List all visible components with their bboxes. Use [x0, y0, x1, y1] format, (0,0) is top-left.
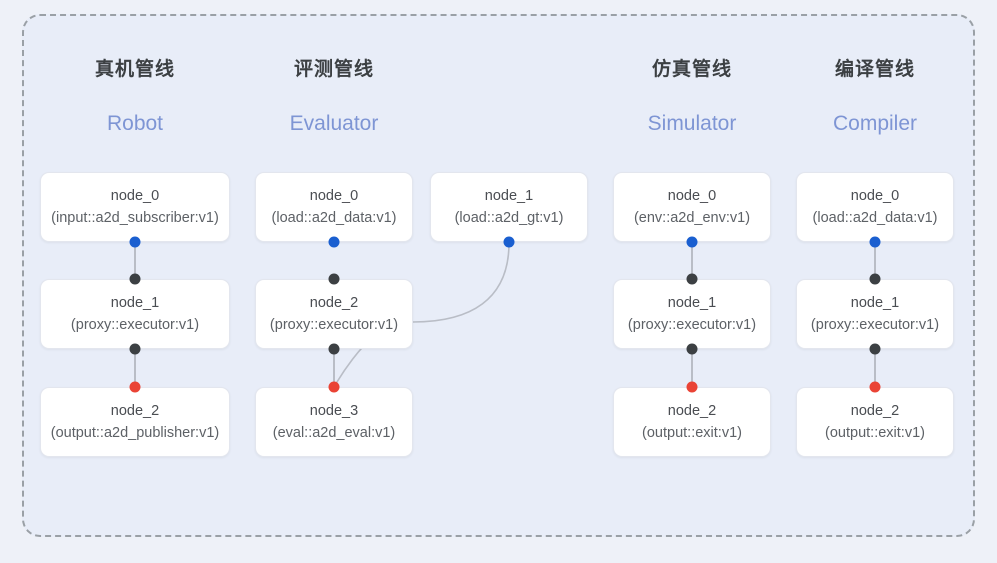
- node-link: [333, 349, 335, 387]
- node-box[interactable]: node_0(load::a2d_data:v1): [796, 172, 954, 242]
- node-name: node_1: [110, 294, 160, 311]
- node-spec: (proxy::executor:v1): [70, 316, 200, 333]
- node-input-port[interactable]: [869, 273, 881, 285]
- node-link: [691, 242, 693, 279]
- node-name: node_1: [850, 294, 900, 311]
- node-input-port[interactable]: [328, 273, 340, 285]
- node-box[interactable]: node_0(env::a2d_env:v1): [613, 172, 771, 242]
- node-input-port[interactable]: [686, 381, 698, 393]
- node-name: node_2: [667, 402, 717, 419]
- node-output-port[interactable]: [869, 236, 881, 248]
- node-link: [691, 349, 693, 387]
- node-box[interactable]: node_1(proxy::executor:v1): [613, 279, 771, 349]
- node-box[interactable]: node_2(output::a2d_publisher:v1): [40, 387, 230, 457]
- node-box[interactable]: node_2(proxy::executor:v1): [255, 279, 413, 349]
- node-spec: (load::a2d_data:v1): [271, 209, 397, 226]
- node-output-port[interactable]: [129, 236, 141, 248]
- node-spec: (output::a2d_publisher:v1): [50, 424, 220, 441]
- node-spec: (eval::a2d_eval:v1): [272, 424, 396, 441]
- node-input-port[interactable]: [869, 381, 881, 393]
- node-box[interactable]: node_0(input::a2d_subscriber:v1): [40, 172, 230, 242]
- node-input-port[interactable]: [129, 381, 141, 393]
- diagram-frame: [22, 14, 975, 537]
- node-spec: (load::a2d_data:v1): [812, 209, 938, 226]
- node-spec: (load::a2d_gt:v1): [454, 209, 564, 226]
- node-input-port[interactable]: [328, 381, 340, 393]
- node-spec: (env::a2d_env:v1): [633, 209, 751, 226]
- node-output-port[interactable]: [503, 236, 515, 248]
- node-link: [874, 242, 876, 279]
- node-spec: (output::exit:v1): [825, 424, 925, 441]
- node-spec: (proxy::executor:v1): [627, 316, 757, 333]
- node-input-port[interactable]: [686, 273, 698, 285]
- node-name: node_2: [850, 402, 900, 419]
- node-output-port[interactable]: [328, 343, 340, 355]
- node-name: node_1: [667, 294, 717, 311]
- node-spec: (output::exit:v1): [642, 424, 742, 441]
- node-link: [874, 349, 876, 387]
- node-spec: (input::a2d_subscriber:v1): [51, 209, 219, 226]
- node-name: node_1: [484, 187, 534, 204]
- node-box[interactable]: node_1(load::a2d_gt:v1): [430, 172, 588, 242]
- node-name: node_3: [309, 402, 359, 419]
- node-input-port[interactable]: [129, 273, 141, 285]
- node-name: node_2: [110, 402, 160, 419]
- node-box[interactable]: node_2(output::exit:v1): [796, 387, 954, 457]
- node-name: node_0: [110, 187, 160, 204]
- node-box[interactable]: node_1(proxy::executor:v1): [40, 279, 230, 349]
- node-box[interactable]: node_1(proxy::executor:v1): [796, 279, 954, 349]
- node-name: node_2: [309, 294, 359, 311]
- node-box[interactable]: node_0(load::a2d_data:v1): [255, 172, 413, 242]
- node-name: node_0: [850, 187, 900, 204]
- node-output-port[interactable]: [869, 343, 881, 355]
- node-name: node_0: [667, 187, 717, 204]
- node-spec: (proxy::executor:v1): [810, 316, 940, 333]
- node-output-port[interactable]: [686, 343, 698, 355]
- node-spec: (proxy::executor:v1): [269, 316, 399, 333]
- node-output-port[interactable]: [129, 343, 141, 355]
- node-output-port[interactable]: [686, 236, 698, 248]
- node-link: [134, 242, 136, 279]
- node-output-port[interactable]: [328, 236, 340, 248]
- node-link: [134, 349, 136, 387]
- node-name: node_0: [309, 187, 359, 204]
- node-box[interactable]: node_2(output::exit:v1): [613, 387, 771, 457]
- node-box[interactable]: node_3(eval::a2d_eval:v1): [255, 387, 413, 457]
